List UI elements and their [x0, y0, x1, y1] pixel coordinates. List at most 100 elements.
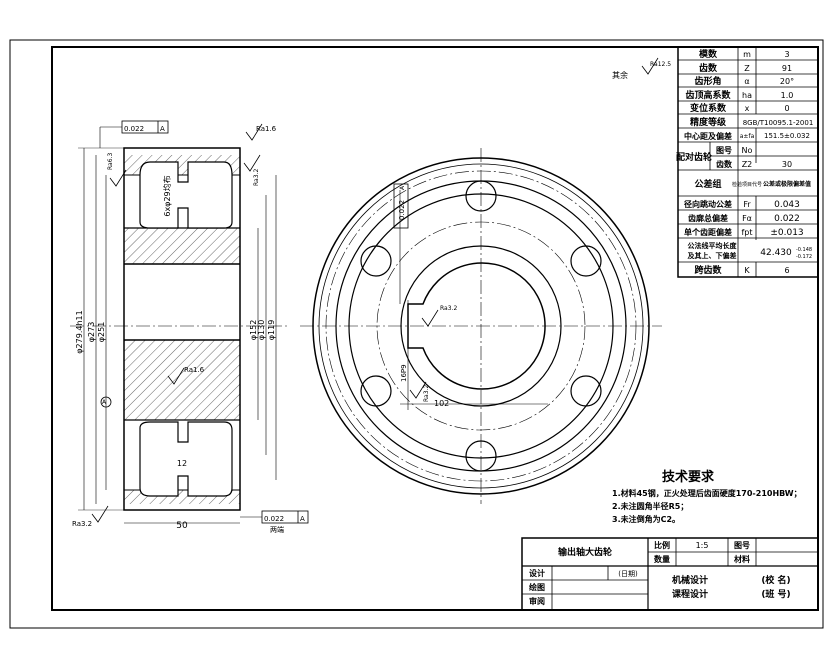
course-line-1: 机械设计	[672, 574, 708, 586]
front-view	[300, 148, 662, 504]
tol-1-sym: Fα	[742, 214, 752, 223]
mating-name: 配对齿轮	[676, 151, 712, 163]
part-name: 输出轴大齿轮	[558, 546, 612, 558]
tol-value-top: 0.022	[124, 125, 144, 133]
wk-upper: -0.148	[796, 247, 812, 253]
roughness-ra32-bottom: Ra3.2	[72, 520, 92, 528]
mating-r1s: No	[742, 146, 753, 155]
front-labels: 0.022 A 102 16P9 Ra3.2 Ra3.2	[398, 185, 457, 408]
mating-r1k: 图号	[716, 146, 732, 155]
school-name: (校 名)	[761, 574, 790, 586]
precision-name: 精度等级	[690, 116, 727, 128]
tol-value-bottom: 0.022	[264, 515, 284, 523]
dim-d6: φ119	[267, 320, 276, 341]
param-4-val: 0	[784, 104, 789, 113]
center-sym: a±fa	[740, 133, 755, 140]
roughness-ra125: Ra12.5	[650, 61, 671, 68]
param-4-name: 变位系数	[690, 102, 727, 114]
dim-d2: φ273	[87, 322, 96, 343]
parameter-table-text: 模数 m 3 齿数 Z 91 齿形角 α 20° 齿顶高系数 ha 1.0 变位…	[676, 48, 813, 276]
tech-item-1: 1.材料45钢，正火处理后齿面硬度170-210HBW；	[612, 488, 802, 499]
label-both-ends: 两端	[270, 525, 284, 534]
center-name: 中心距及偏差	[684, 131, 732, 141]
wk-name2: 及其上、下偏差	[688, 251, 737, 260]
outer-border	[9, 39, 824, 629]
dim-tip-diameter: φ279.4h11	[75, 310, 84, 353]
mating-r2k: 齿数	[716, 159, 733, 169]
tech-item-3: 3.未注倒角为C2。	[612, 514, 680, 524]
dim-key-width: 16P9	[400, 364, 408, 382]
center-val: 151.5±0.032	[764, 132, 810, 140]
dim-d5: φ130	[257, 320, 266, 341]
date-label: (日期)	[618, 570, 638, 578]
tol-datum-front: A	[399, 185, 406, 190]
param-0-val: 3	[784, 50, 789, 59]
design-label: 设计	[529, 568, 545, 578]
param-3-name: 齿顶高系数	[685, 89, 731, 101]
review-label: 审阅	[529, 596, 545, 606]
scale-label: 比例	[654, 540, 670, 550]
tol-1-name: 齿廓总偏差	[688, 213, 728, 223]
tol-value-front: 0.022	[398, 200, 406, 220]
section-view	[70, 57, 659, 524]
drawing-no-label: 图号	[734, 541, 750, 550]
material-label: 材料	[734, 554, 750, 564]
title-block	[521, 537, 819, 611]
dim-d3: φ251	[97, 322, 106, 343]
course-line-2: 课程设计	[672, 588, 708, 600]
group-sub: 检验项目代号	[732, 181, 762, 188]
span-name: 跨齿数	[694, 264, 722, 276]
param-2-name: 齿形角	[694, 75, 721, 87]
dim-hub: 12	[177, 459, 187, 468]
roughness-key: Ra3.2	[423, 385, 430, 402]
roughness-ra16-top: Ra1.6	[256, 125, 277, 133]
tol-0-val: 0.043	[774, 200, 800, 210]
dim-holes: 6xφ29均布	[162, 175, 172, 216]
param-2-sym: α	[744, 77, 749, 86]
tol-0-sym: Fr	[743, 200, 751, 209]
span-val: 6	[784, 266, 789, 275]
tech-title: 技术要求	[662, 469, 715, 485]
param-1-val: 91	[782, 64, 792, 73]
param-2-val: 20°	[780, 77, 794, 86]
dim-key-height: 102	[434, 399, 449, 408]
mating-r2s: Z2	[742, 160, 753, 169]
class-no: (班 号)	[761, 588, 790, 600]
roughness-ra32: Ra3.2	[253, 169, 260, 186]
parameter-table	[677, 46, 819, 278]
precision-val: 8GB/T10095.1-2001	[743, 119, 814, 127]
dim-width: 50	[176, 521, 188, 531]
roughness-ra63: Ra6.3	[107, 153, 114, 170]
wk-name1: 公法线平均长度	[688, 241, 738, 250]
group-val: 公差或极限偏差值	[763, 180, 811, 188]
tol-0-name: 径向跳动公差	[684, 199, 732, 209]
roughness-bore: Ra3.2	[440, 305, 457, 312]
dim-d4: φ152	[249, 320, 258, 341]
tech-requirements: 技术要求 1.材料45钢，正火处理后齿面硬度170-210HBW； 2.未注圆角…	[612, 469, 802, 524]
roughness-ra16-mid: Ra1.6	[184, 366, 205, 374]
datum-letter: A	[102, 399, 107, 406]
span-sym: K	[744, 266, 750, 275]
wk-lower: -0.172	[796, 254, 812, 260]
tol-2-val: ±0.013	[770, 228, 803, 238]
param-0-sym: m	[743, 50, 751, 59]
title-block-text: 输出轴大齿轮 比例 1:5 图号 数量 材料 设计 (日期) 绘图 审阅 机械设…	[529, 540, 791, 606]
tol-1-val: 0.022	[774, 214, 800, 224]
tol-2-sym: fpt	[741, 228, 752, 237]
param-1-name: 齿数	[699, 62, 718, 74]
param-3-val: 1.0	[781, 91, 794, 100]
tol-datum-top: A	[160, 125, 165, 133]
tol-datum-bottom: A	[300, 515, 305, 523]
qty-label: 数量	[654, 554, 670, 564]
draw-label: 绘图	[529, 582, 545, 592]
group-name: 公差组	[694, 178, 721, 190]
label-rest: 其余	[612, 70, 628, 80]
section-labels: φ279.4h11 φ273 φ251 φ152 φ130 φ119 6xφ29…	[72, 61, 671, 534]
param-4-sym: x	[745, 104, 750, 113]
param-0-name: 模数	[699, 48, 718, 60]
wk-base: 42.430	[760, 248, 792, 258]
inner-border	[51, 46, 819, 611]
mating-r2v: 30	[782, 160, 792, 169]
